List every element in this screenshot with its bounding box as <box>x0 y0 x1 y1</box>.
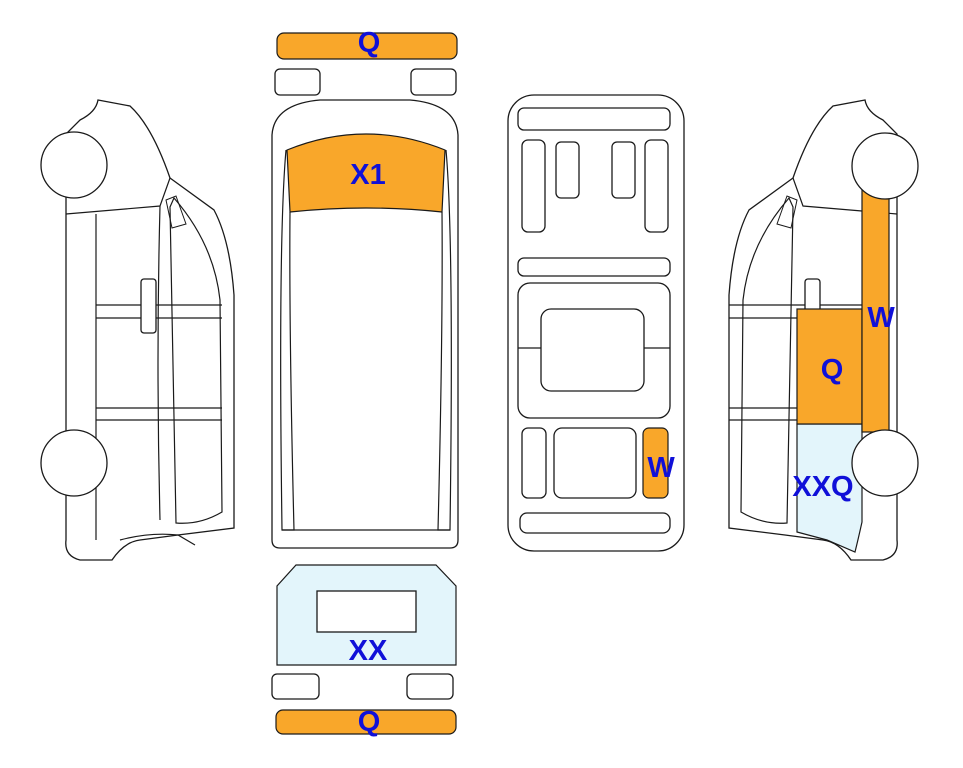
right-rear-wheel <box>851 429 919 497</box>
left-front-wheel <box>40 131 108 199</box>
right-front-wheel <box>851 132 919 200</box>
top-view <box>271 32 459 735</box>
label-right-side-lower: XXQ <box>792 471 853 503</box>
label-rear-panel: XX <box>349 635 388 667</box>
label-right-side-upper: W <box>867 302 895 334</box>
label-rear-bumper: Q <box>358 706 381 738</box>
label-front-bumper: Q <box>358 27 381 59</box>
rear-bumper-damage <box>275 709 457 735</box>
damage-labels: Q X1 W W Q XXQ XX Q <box>349 27 896 738</box>
left-rear-wheel <box>40 429 108 497</box>
left-side-view <box>40 99 235 561</box>
floor-plan-view <box>507 94 685 552</box>
front-bumper-damage <box>276 32 458 60</box>
right-side-view <box>728 99 919 561</box>
interior-floor-damage <box>642 427 669 499</box>
right-side-middle-damage <box>796 308 863 425</box>
label-interior-floor: W <box>647 452 675 484</box>
right-side-lower-damage <box>796 423 863 553</box>
label-windshield: X1 <box>350 159 385 191</box>
label-right-side-middle: Q <box>821 354 844 386</box>
right-side-upper-damage <box>861 189 890 433</box>
